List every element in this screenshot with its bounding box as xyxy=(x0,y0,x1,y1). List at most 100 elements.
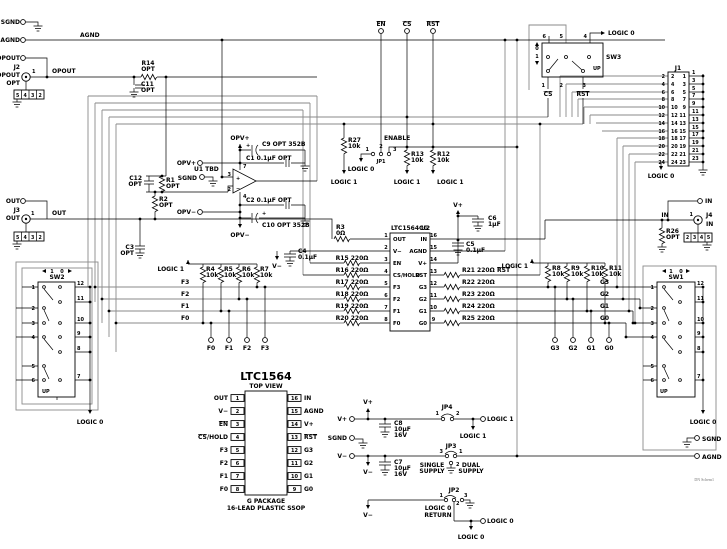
sw2-pin: 7 xyxy=(77,374,81,380)
r5-ref: R5 xyxy=(224,266,233,273)
j1-out-left: 10 xyxy=(658,105,665,111)
terminals xyxy=(13,19,713,524)
sw1-dir0: 0 xyxy=(679,269,683,275)
pkg-pinnum: 8 xyxy=(236,487,240,493)
j2-pin2: 2 xyxy=(39,93,42,99)
bus-routing-wires xyxy=(15,24,717,456)
r1-resistor xyxy=(158,175,166,193)
pkg-pinnum: 10 xyxy=(291,474,298,480)
j1-in-left: 12 xyxy=(671,113,678,119)
sw1-pin: 11 xyxy=(697,296,704,302)
r9-value: 10k xyxy=(571,271,584,278)
g0-terminal-label: G0 xyxy=(604,345,613,352)
jp2-vminus-label: V− xyxy=(363,512,373,519)
single-supply-label1: SINGLE xyxy=(420,462,444,469)
u1-ref: U1 TBD xyxy=(194,166,219,173)
c5-value: 0.1µF xyxy=(466,247,485,254)
j1-out-right: 15 xyxy=(692,125,699,131)
u2-pin-f1: F1 xyxy=(393,309,401,315)
jp3-ref: JP3 xyxy=(445,443,457,450)
j1-out-left: 2 xyxy=(662,74,665,80)
r13-value: 10k xyxy=(411,157,424,164)
signal-wires xyxy=(16,21,708,528)
pkg-pinnum: 7 xyxy=(236,474,240,480)
r11-ref: R11 xyxy=(609,265,622,272)
package-diagram xyxy=(230,390,302,496)
sw3-pos1: 1 xyxy=(535,54,539,60)
sw3-cs-net: CS xyxy=(544,91,553,98)
jp1-pin2: 2 xyxy=(379,144,383,150)
u2-pin-g1: G1 xyxy=(419,309,427,315)
cs-terminal-label: CS xyxy=(403,21,412,28)
c9-plus: + xyxy=(246,143,250,149)
j1-out-right: 9 xyxy=(692,101,696,107)
opamp-pin3: 3 xyxy=(228,172,232,178)
sw3-rst-net: RST xyxy=(576,91,590,98)
u2-pinnum: 7 xyxy=(384,305,388,311)
r3-value: 0Ω xyxy=(336,230,345,237)
sw1-pin: 12 xyxy=(697,281,704,287)
r26-ref: R26 xyxy=(666,228,679,235)
pkg-pin-g1: G1 xyxy=(304,473,313,480)
u2-pin-en: EN xyxy=(393,261,402,267)
jp1-pin1: 1 xyxy=(366,147,370,153)
sw2-pin: 11 xyxy=(77,296,84,302)
r3-ref: R3 xyxy=(336,224,345,231)
pkg-pin-f0: F0 xyxy=(220,486,228,493)
sw2-ref: SW2 xyxy=(49,274,64,281)
j3-pin3: 3 xyxy=(31,235,34,241)
r2-ref: R2 xyxy=(159,196,168,203)
u2-pinnum: 2 xyxy=(384,245,388,251)
r15-label: R15 220Ω xyxy=(336,255,369,262)
out-terminal-label: OUT xyxy=(6,198,21,205)
c10-plus: + xyxy=(262,211,266,217)
dual-supply-label1: DUAL xyxy=(462,462,480,469)
j2-name: OPOUT xyxy=(0,72,21,79)
sw2-pin: 4 xyxy=(32,335,36,341)
vplus-net-label: V+ xyxy=(363,399,373,406)
r2-value: OPT xyxy=(159,202,173,209)
pkg-pin-g2: G2 xyxy=(304,460,313,467)
pkg-pinnum: 9 xyxy=(293,487,297,493)
r14-resistor xyxy=(140,74,158,80)
u2-pin-out: OUT xyxy=(393,237,406,243)
jp1-logic0-label: LOGIC 0 xyxy=(348,166,375,173)
r13-ref: R13 xyxy=(411,151,424,158)
u2-pinnum: 15 xyxy=(430,245,437,251)
g1-net-label: G1 xyxy=(600,303,609,310)
j1-in-left: 8 xyxy=(671,97,675,103)
u2-pin-f0: F0 xyxy=(393,321,401,327)
sw2-dir0: 0 xyxy=(60,269,64,275)
r12-logic1-label: LOGIC 1 xyxy=(437,179,464,186)
r10-value: 10k xyxy=(591,271,604,278)
jp2-pin2: 2 xyxy=(456,501,460,507)
sw2-dir1: 1 xyxy=(50,269,54,275)
j3-pin4: 4 xyxy=(24,235,28,241)
u2-pin-vminus: V− xyxy=(393,249,402,255)
g2-net-label: G2 xyxy=(600,291,609,298)
j1-in-left: 22 xyxy=(671,152,678,158)
pkg-package-line1: G PACKAGE xyxy=(247,498,285,505)
sheet-note: DN Schem1 xyxy=(694,477,714,482)
pkg-pinnum: 16 xyxy=(291,396,298,402)
j1-in-left: 2 xyxy=(671,74,674,80)
c11-ref: C11 xyxy=(141,81,154,88)
sw2-pin: 8 xyxy=(77,346,81,352)
r25-label: R25 220Ω xyxy=(462,315,495,322)
r8-value: 10k xyxy=(552,271,565,278)
r6-ref: R6 xyxy=(242,266,251,273)
j1-out-left: 8 xyxy=(662,97,666,103)
j1-out-left: 20 xyxy=(658,144,665,150)
u2-pin-f3: F3 xyxy=(393,285,401,291)
r14-ref: R14 xyxy=(142,60,155,67)
jp2-pin3: 3 xyxy=(464,493,468,499)
j4-pin5: 5 xyxy=(707,235,710,241)
r27-value: 10k xyxy=(348,143,361,150)
c12-ref: C12 xyxy=(129,175,142,182)
sw2-pin: 3 xyxy=(32,321,36,327)
r20-label: R20 220Ω xyxy=(336,315,369,322)
r27-logic1-label: LOGIC 1 xyxy=(331,179,358,186)
f-pullup-logic1-label: LOGIC 1 xyxy=(157,266,184,273)
c3-ref: C3 xyxy=(125,244,134,251)
j2-bnc xyxy=(13,72,45,100)
